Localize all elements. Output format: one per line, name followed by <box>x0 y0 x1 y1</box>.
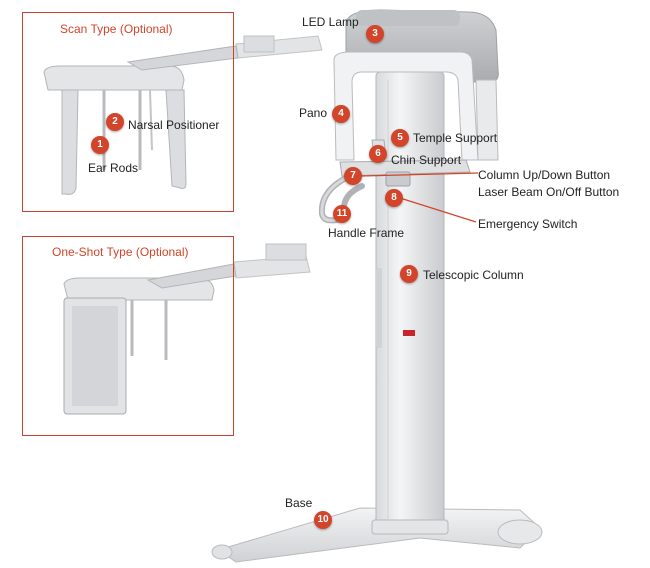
label-laser-beam-button: Laser Beam On/Off Button <box>478 185 620 199</box>
callout-badge-1: 1 <box>91 136 109 154</box>
callout-badge-5: 5 <box>391 129 409 147</box>
scan-type-inset <box>22 12 234 212</box>
callout-badge-4: 4 <box>332 105 350 123</box>
callout-badge-2: 2 <box>106 113 124 131</box>
callout-badge-3: 3 <box>366 25 384 43</box>
label-emergency-switch: Emergency Switch <box>478 217 578 231</box>
label-led-lamp: LED Lamp <box>302 15 359 29</box>
callout-badge-10: 10 <box>314 511 332 529</box>
callout-badge-9: 9 <box>400 265 418 283</box>
label-telescopic-column: Telescopic Column <box>423 268 524 282</box>
label-pano: Pano <box>299 106 328 120</box>
callout-badge-6: 6 <box>369 145 387 163</box>
label-base: Base <box>285 496 313 510</box>
callout-badge-8: 8 <box>385 189 403 207</box>
callout-badge-11: 11 <box>333 205 351 223</box>
one-shot-type-inset <box>22 236 234 436</box>
label-column-up-down-button: Column Up/Down Button <box>478 168 611 182</box>
label-handle-frame: Handle Frame <box>328 226 405 240</box>
scan-type-title: Scan Type (Optional) <box>60 22 173 36</box>
callout-badge-7: 7 <box>344 167 362 185</box>
label-ear-rods: Ear Rods <box>88 161 139 175</box>
label-narsal-positioner: Narsal Positioner <box>128 118 220 132</box>
label-temple-support: Temple Support <box>413 131 498 145</box>
label-chin-support: Chin Support <box>391 153 462 167</box>
one-shot-type-title: One-Shot Type (Optional) <box>52 245 189 259</box>
